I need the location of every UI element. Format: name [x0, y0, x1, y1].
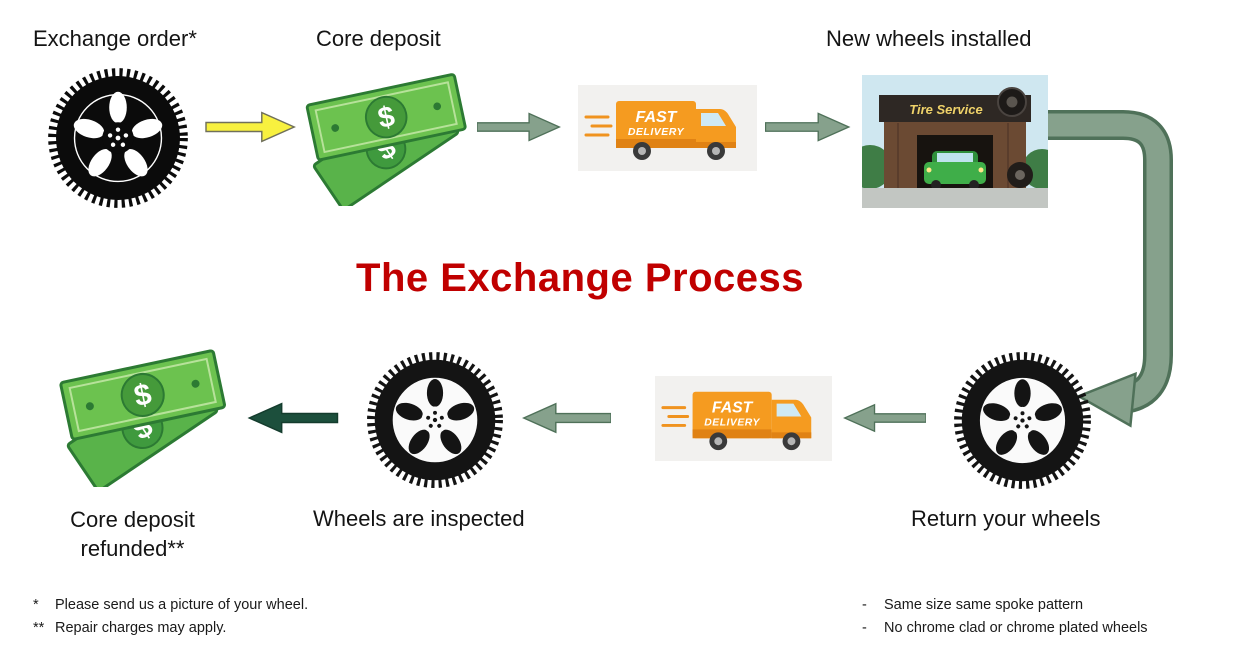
yellow-arrow-icon	[204, 109, 298, 145]
diagram-title: The Exchange Process	[356, 256, 804, 300]
footnote-line: ** Repair charges may apply.	[33, 620, 308, 636]
tire-service-shop-icon: Tire Service	[862, 75, 1048, 208]
footnotes-left: * Please send us a picture of your wheel…	[33, 597, 308, 643]
return-wheel-icon	[950, 348, 1095, 493]
footnote-line: - No chrome clad or chrome plated wheels	[862, 620, 1148, 636]
label-core-deposit-refunded: Core deposit refunded**	[70, 507, 195, 562]
green-arrow-left-icon	[522, 400, 611, 436]
footnote-marker: *	[33, 597, 39, 613]
footnote-text: No chrome clad or chrome plated wheels	[884, 620, 1148, 636]
shop-sign-text: Tire Service	[909, 102, 982, 117]
inspected-wheel-icon	[363, 348, 507, 492]
footnotes-right: - Same size same spoke pattern - No chro…	[862, 597, 1148, 643]
money-refund-icon: $ $	[50, 342, 235, 487]
footnote-text: Please send us a picture of your wheel.	[55, 597, 309, 613]
green-arrow-left-icon	[843, 400, 926, 436]
curved-arrow-down-icon	[1045, 103, 1215, 453]
dark-green-arrow-left-icon	[244, 400, 341, 436]
footnote-marker: -	[862, 620, 867, 636]
label-core-deposit: Core deposit	[316, 26, 441, 51]
truck-text-fast: FAST	[636, 109, 678, 126]
footnote-text: Repair charges may apply.	[55, 620, 227, 636]
label-return-your-wheels: Return your wheels	[911, 506, 1101, 531]
truck-text-delivery: DELIVERY	[628, 126, 685, 138]
footnote-marker: **	[33, 620, 45, 636]
label-exchange-order: Exchange order*	[33, 26, 197, 51]
green-arrow-right-icon	[765, 110, 851, 144]
black-wheel-icon	[44, 64, 192, 212]
truck-text-delivery: DELIVERY	[704, 417, 760, 428]
dollar-sign-icon: $	[375, 100, 397, 135]
truck-text-fast: FAST	[712, 400, 754, 417]
footnote-line: - Same size same spoke pattern	[862, 597, 1148, 613]
green-arrow-right-icon	[477, 110, 561, 144]
footnote-marker: -	[862, 597, 867, 613]
label-new-wheels-installed: New wheels installed	[826, 26, 1032, 51]
delivery-truck-icon: FAST DELIVERY	[578, 85, 757, 171]
label-wheels-inspected: Wheels are inspected	[313, 506, 525, 531]
footnote-line: * Please send us a picture of your wheel…	[33, 597, 308, 613]
money-icon: $ $	[296, 66, 476, 206]
dollar-sign-icon: $	[131, 378, 154, 414]
footnote-text: Same size same spoke pattern	[884, 597, 1084, 613]
delivery-truck-icon: FAST DELIVERY	[655, 375, 832, 462]
